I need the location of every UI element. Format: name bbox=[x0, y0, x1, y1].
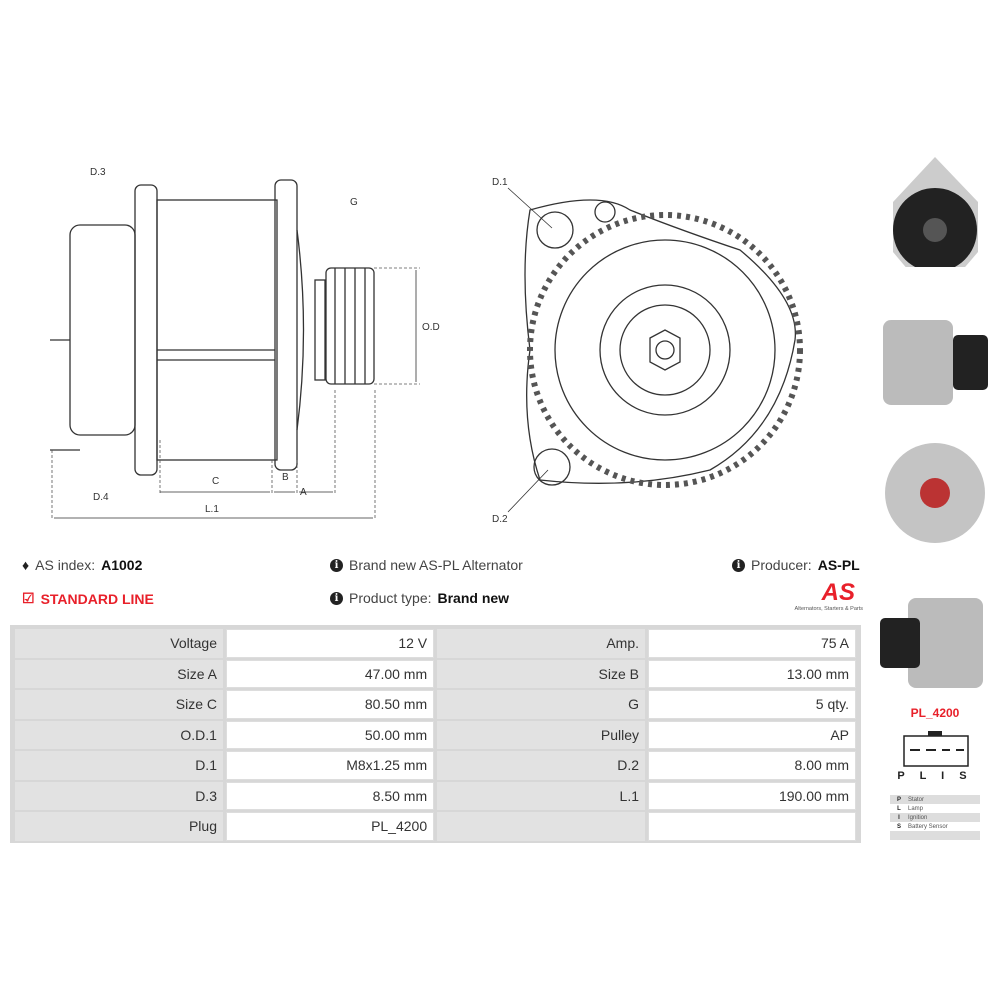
as-index: ♦ AS index: A1002 bbox=[22, 557, 143, 573]
spec-value: 8.00 mm bbox=[648, 751, 856, 780]
legend-row: P Stator bbox=[890, 795, 980, 804]
spec-value: 12 V bbox=[225, 629, 435, 658]
spec-value: M8x1.25 mm bbox=[225, 751, 435, 780]
label-d4: D.4 bbox=[93, 492, 109, 503]
spec-value: 5 qty. bbox=[648, 690, 856, 719]
plug-title: PL_4200 bbox=[910, 706, 960, 720]
spec-value: PL_4200 bbox=[225, 812, 435, 841]
spec-label: Plug bbox=[15, 812, 223, 841]
legend-desc: Battery Sensor bbox=[908, 823, 948, 830]
spec-value: AP bbox=[648, 720, 856, 749]
label-d3: D.3 bbox=[90, 167, 106, 178]
spec-label: D.2 bbox=[437, 751, 645, 780]
legend-desc: Ignition bbox=[908, 814, 928, 821]
spec-value: 190.00 mm bbox=[648, 781, 856, 810]
info-icon: i bbox=[330, 591, 343, 605]
product-photo-front bbox=[893, 157, 978, 267]
product-photo-side bbox=[883, 320, 988, 405]
spec-label: O.D.1 bbox=[15, 720, 223, 749]
legend-row: S Battery Sensor bbox=[890, 822, 980, 831]
spec-value: 50.00 mm bbox=[225, 720, 435, 749]
label-l1: L.1 bbox=[205, 504, 219, 515]
label-a: A bbox=[300, 487, 307, 498]
spec-label: Size A bbox=[15, 659, 223, 688]
front-view-drawing: D.1 D.2 bbox=[492, 177, 803, 525]
spec-label: G bbox=[437, 690, 645, 719]
legend-pin: S bbox=[896, 823, 901, 830]
label-d2: D.2 bbox=[492, 514, 508, 525]
spec-value: 47.00 mm bbox=[225, 659, 435, 688]
spec-label: L.1 bbox=[437, 781, 645, 810]
spec-label: D.1 bbox=[15, 751, 223, 780]
as-index-value: A1002 bbox=[101, 557, 143, 573]
legend-desc: Lamp bbox=[908, 805, 924, 812]
label-g: G bbox=[350, 197, 358, 208]
label-od1: O.D.1 bbox=[422, 322, 440, 333]
label-b: B bbox=[282, 472, 289, 483]
legend-row: L Lamp bbox=[890, 804, 980, 813]
legend-pin: L bbox=[897, 805, 901, 812]
product-photo-rear bbox=[885, 443, 985, 543]
spec-label: Size B bbox=[437, 659, 645, 688]
producer: i Producer: AS-PL bbox=[732, 557, 860, 573]
spec-label: Amp. bbox=[437, 629, 645, 658]
spec-value: 75 A bbox=[648, 629, 856, 658]
spec-value: 13.00 mm bbox=[648, 659, 856, 688]
spec-label: Size C bbox=[15, 690, 223, 719]
spec-label: Voltage bbox=[15, 629, 223, 658]
product-type: i Product type: Brand new bbox=[330, 590, 509, 606]
spec-value: 8.50 mm bbox=[225, 781, 435, 810]
info-icon: i bbox=[732, 558, 745, 572]
legend-row: I Ignition bbox=[890, 813, 980, 822]
spec-label bbox=[437, 812, 645, 841]
info-icon: i bbox=[330, 558, 343, 572]
label-c: C bbox=[212, 476, 219, 487]
side-view-drawing: D.3 D.4 G O.D.1 C B A L.1 bbox=[50, 167, 440, 520]
spec-value: 80.50 mm bbox=[225, 690, 435, 719]
legend-desc: Stator bbox=[908, 796, 925, 803]
label-d1: D.1 bbox=[492, 177, 508, 188]
legend-row bbox=[890, 831, 980, 840]
legend-pin: P bbox=[896, 796, 901, 803]
spec-label: D.3 bbox=[15, 781, 223, 810]
checkbox-icon: ☑ bbox=[22, 590, 35, 606]
legend-pin: I bbox=[898, 814, 900, 821]
standard-line: ☑ STANDARD LINE bbox=[22, 590, 154, 607]
as-pl-logo: AS Alternators, Starters & Parts bbox=[794, 579, 863, 613]
spec-label: Pulley bbox=[437, 720, 645, 749]
brand-new-info: i Brand new AS-PL Alternator bbox=[330, 557, 523, 573]
plug-connector-icon bbox=[903, 731, 969, 767]
product-photo-angle bbox=[880, 598, 983, 688]
plug-pins: P L I S bbox=[897, 770, 973, 782]
tags-icon: ♦ bbox=[22, 557, 30, 573]
spec-value bbox=[648, 812, 856, 841]
